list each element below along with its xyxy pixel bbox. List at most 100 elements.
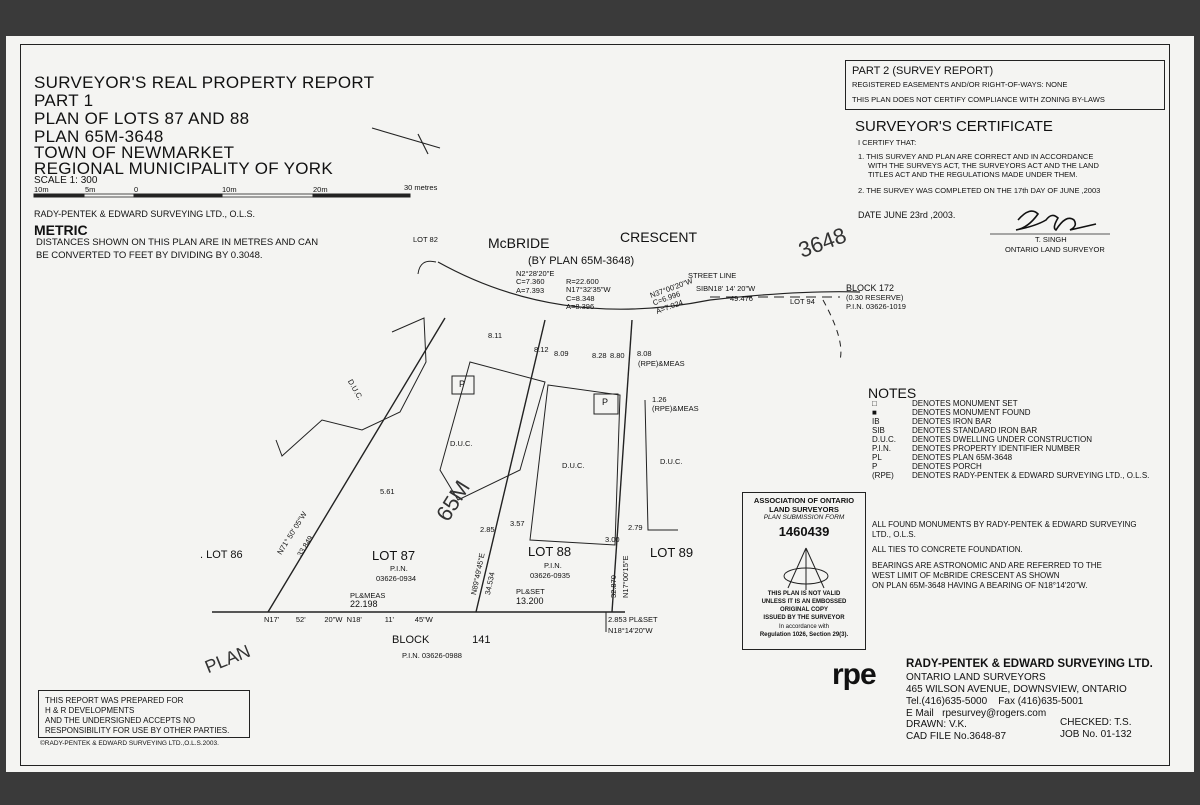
rpe-meas: (RPE)&MEAS: [638, 359, 685, 368]
survey-sheet: [6, 36, 1194, 772]
dimension: 5.61: [380, 487, 395, 496]
lot94-label: LOT 94: [790, 297, 815, 306]
rpe-meas: (RPE)&MEAS: [652, 404, 699, 413]
metric-text: BE CONVERTED TO FEET BY DIVIDING BY 0.30…: [36, 250, 263, 261]
block172-pin: P.I.N. 03626-1019: [846, 302, 906, 311]
note-symbol: D.U.C.: [872, 435, 896, 444]
dimension: 2.79: [628, 523, 643, 532]
firm-line: RADY-PENTEK & EDWARD SURVEYING LTD., O.L…: [34, 209, 256, 219]
scale-bar: [33, 193, 411, 198]
certify-item: TITLES ACT AND THE REGULATIONS MADE UNDE…: [868, 170, 1078, 179]
aols-validity: ISSUED BY THE SURVEYOR: [763, 615, 845, 621]
notes-heading: NOTES: [868, 385, 917, 401]
certify-item: 2. THE SURVEY WAS COMPLETED ON THE 17th …: [858, 186, 1101, 195]
scale-tick: 10m: [222, 185, 237, 194]
rpe-logo-icon: [832, 662, 894, 692]
aols-validity: ORIGINAL COPY: [780, 607, 828, 613]
certify-item: WITH THE SURVEYS ACT, THE SURVEYORS ACT …: [868, 161, 1099, 170]
note-text: DENOTES PORCH: [912, 462, 982, 471]
prepared-client: H & R DEVELOPMENTS: [45, 706, 135, 715]
cad-file: CAD FILE No.3648-87: [906, 731, 1007, 742]
note-text: DENOTES MONUMENT SET: [912, 399, 1018, 408]
dimension: 2.85: [480, 525, 495, 534]
street-dist: 49.476: [730, 294, 753, 303]
lot86-label: . LOT 86: [200, 549, 243, 561]
block172-label: BLOCK 172: [846, 283, 895, 293]
note-symbol: SIB: [872, 426, 885, 435]
lot88-pin: P.I.N.: [544, 561, 562, 570]
lot89-label: LOT 89: [650, 545, 694, 560]
note-text: DENOTES PROPERTY IDENTIFIER NUMBER: [912, 444, 1081, 453]
title-lots: PLAN OF LOTS 87 AND 88: [34, 109, 250, 128]
porch-label: P: [459, 379, 466, 389]
prepared-text: RESPONSIBILITY FOR USE BY OTHER PARTIES.: [45, 726, 230, 735]
block141-label: BLOCK 141: [392, 634, 491, 646]
dimension: 8.08: [637, 349, 652, 358]
note-symbol: PL: [872, 453, 882, 462]
signer-role: ONTARIO LAND SURVEYOR: [1005, 245, 1105, 254]
street-bearing: N18' 14' 20"W: [708, 284, 756, 293]
north-arrow-icon: [371, 127, 441, 155]
meas-label: PL&SET: [516, 587, 545, 596]
part2-heading: PART 2 (SURVEY REPORT): [852, 65, 994, 77]
note-symbol: P.I.N.: [872, 444, 891, 453]
block172-reserve: (0.30 RESERVE): [846, 293, 904, 302]
curve-data: N2°28'20"E C=7.360 A=7.393: [516, 269, 555, 295]
prepared-text: AND THE UNDERSIGNED ACCEPTS NO: [45, 716, 196, 725]
remark-text: LTD., O.L.S.: [872, 530, 916, 539]
part2-box: PART 2 (SURVEY REPORT) REGISTERED EASEME…: [845, 60, 1165, 110]
note-symbol: (RPE): [872, 471, 894, 480]
street-line-label: STREET LINE: [688, 271, 737, 280]
title-part: PART 1: [34, 91, 94, 110]
dimension: 8.12: [534, 345, 549, 354]
remark-text: ALL FOUND MONUMENTS BY RADY-PENTEK & EDW…: [872, 520, 1137, 529]
lot82-label: LOT 82: [413, 235, 438, 244]
tie-distance: 2.853 PL&SET: [608, 615, 658, 624]
duc-label: D.U.C.: [660, 457, 683, 466]
scale-tick: 20m: [313, 185, 328, 194]
firm-sub: ONTARIO LAND SURVEYORS: [906, 672, 1046, 683]
lot88-label: LOT 88: [528, 544, 572, 559]
note-text: DENOTES RADY-PENTEK & EDWARD SURVEYING L…: [912, 471, 1150, 480]
note-text: DENOTES MONUMENT FOUND: [912, 408, 1031, 417]
dimension: 8.09: [554, 349, 569, 358]
part2-zoning: THIS PLAN DOES NOT CERTIFY COMPLIANCE WI…: [852, 95, 1105, 104]
aols-submission-box: ASSOCIATION OF ONTARIO LAND SURVEYORS PL…: [742, 492, 866, 650]
curve-data: R=22.600 N17°32'35"W C=8.348 A=8.396: [566, 277, 611, 311]
tie-bearing: N18°14'20"W: [608, 626, 653, 635]
note-text: DENOTES IRON BAR: [912, 417, 992, 426]
aols-form: PLAN SUBMISSION FORM: [763, 514, 845, 521]
meas-value: 22.198: [350, 599, 378, 609]
block141-pin: P.I.N. 03626-0988: [402, 651, 462, 660]
note-symbol: ■: [872, 408, 877, 417]
lot88-pin-number: 03626-0935: [530, 571, 571, 580]
note-text: DENOTES STANDARD IRON BAR: [912, 426, 1038, 435]
aols-validity: Regulation 1026, Section 29(3).: [759, 632, 849, 638]
metric-text: DISTANCES SHOWN ON THIS PLAN ARE IN METR…: [36, 237, 319, 248]
scale-tick: 0: [134, 185, 139, 194]
aols-validity: UNLESS IT IS AN EMBOSSED: [761, 599, 847, 605]
scale-label: SCALE 1: 300: [34, 175, 98, 186]
report-title: SURVEYOR'S REAL PROPERTY REPORT: [34, 73, 375, 92]
porch-label: P: [602, 397, 609, 407]
metric-heading: METRIC: [34, 222, 88, 238]
remark-text: ALL TIES TO CONCRETE FOUNDATION.: [872, 545, 1023, 554]
copyright: ©RADY-PENTEK & EDWARD SURVEYING LTD.,O.L…: [40, 740, 219, 747]
duc-label: D.U.C.: [562, 461, 585, 470]
certificate-heading: SURVEYOR'S CERTIFICATE: [855, 118, 1053, 135]
drawn-by: DRAWN: V.K.: [906, 719, 967, 730]
aols-emblem-icon: [783, 547, 829, 590]
lot87-pin: P.I.N.: [390, 564, 408, 573]
dimension: 8.11: [488, 331, 503, 340]
meas-value: 13.200: [516, 596, 544, 606]
certificate-date: DATE JUNE 23rd ,2003.: [858, 210, 956, 220]
bottom-bearing: N17' 52' 20"W N18' 11' 45"W: [264, 615, 433, 624]
aols-number: 1460439: [778, 524, 830, 539]
porch-lot87: [451, 375, 475, 395]
meas-label: PL&MEAS: [350, 591, 386, 600]
aols-title: ASSOCIATION OF ONTARIO: [753, 496, 855, 505]
prepared-for-box: THIS REPORT WAS PREPARED FOR H & R DEVEL…: [38, 690, 250, 738]
signer-name: T. SINGH: [1035, 235, 1067, 244]
rpe-logo: rpe: [832, 658, 877, 691]
